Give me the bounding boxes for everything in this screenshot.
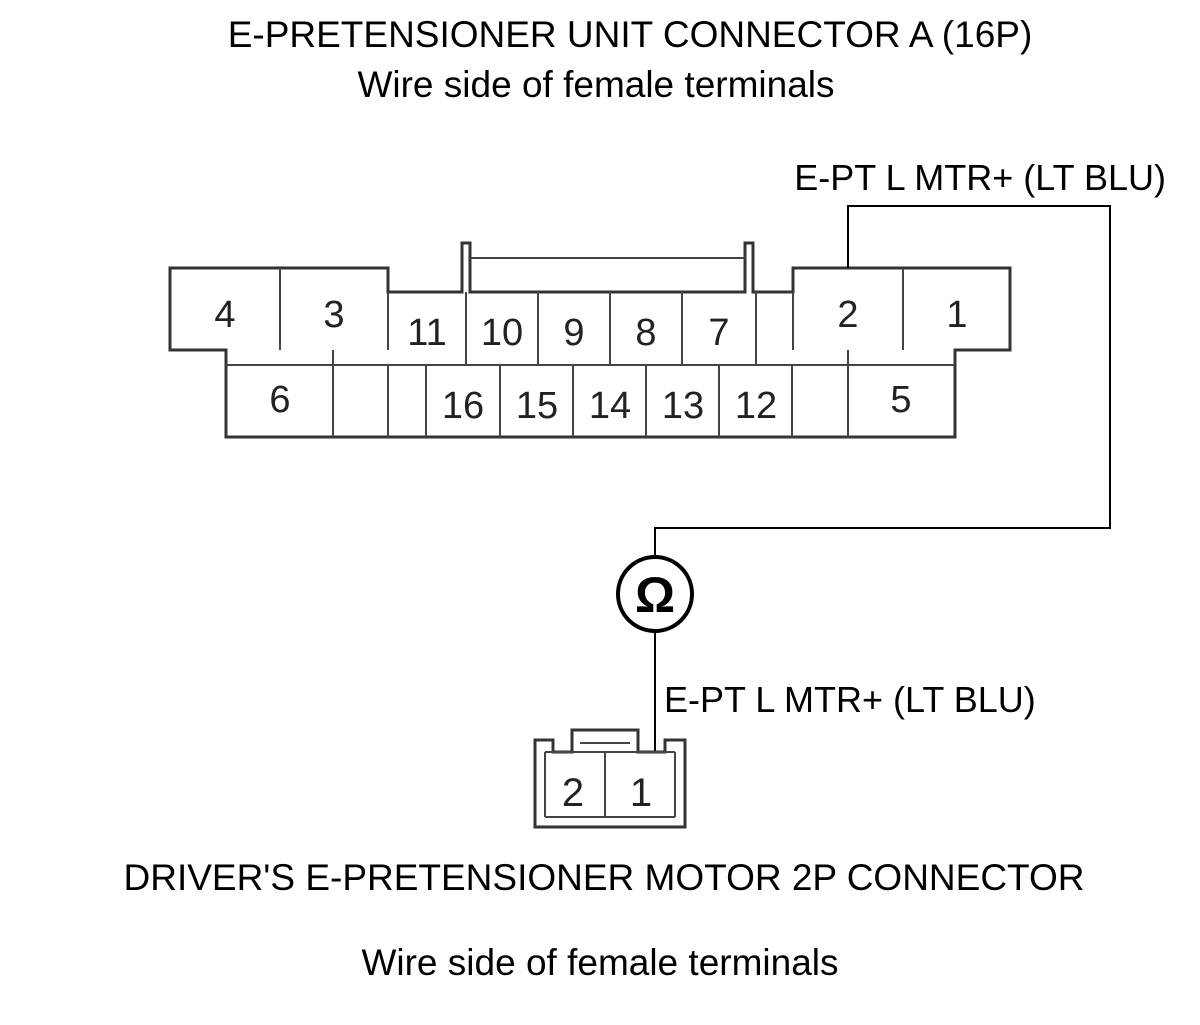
connector-a-wire-label: E-PT L MTR+ (LT BLU)	[794, 157, 1166, 198]
connector-a-title: E-PRETENSIONER UNIT CONNECTOR A (16P)	[228, 14, 1033, 55]
wire-pin2-to-meter	[654, 205, 1111, 557]
motor-connector-title: DRIVER'S E-PRETENSIONER MOTOR 2P CONNECT…	[124, 857, 1085, 898]
motor-connector-body	[533, 728, 687, 829]
pin-5: 5	[890, 379, 911, 421]
pin-10: 10	[481, 312, 523, 354]
pin-13: 13	[662, 385, 704, 427]
pin-4: 4	[214, 294, 235, 336]
ohm-symbol: Ω	[635, 567, 675, 623]
pin-6: 6	[269, 379, 290, 421]
pin-7: 7	[708, 312, 729, 354]
pin-8: 8	[635, 312, 656, 354]
pin-3: 3	[323, 294, 344, 336]
ohmmeter-icon: Ω	[616, 555, 694, 633]
pin-14: 14	[589, 385, 631, 427]
pin-1: 1	[946, 294, 967, 336]
motor-connector-subtitle: Wire side of female terminals	[361, 942, 838, 983]
pin-2: 2	[837, 294, 858, 336]
pin-15: 15	[516, 385, 558, 427]
motor-pin-1: 1	[630, 771, 652, 815]
connector-a-subtitle: Wire side of female terminals	[357, 64, 834, 105]
motor-pin-2: 2	[562, 771, 584, 815]
pin-9: 9	[563, 312, 584, 354]
connector-a-body	[168, 241, 1012, 439]
pin-11: 11	[407, 312, 446, 354]
motor-wire-label: E-PT L MTR+ (LT BLU)	[664, 679, 1036, 720]
pin-16: 16	[442, 385, 484, 427]
pin-12: 12	[735, 385, 777, 427]
